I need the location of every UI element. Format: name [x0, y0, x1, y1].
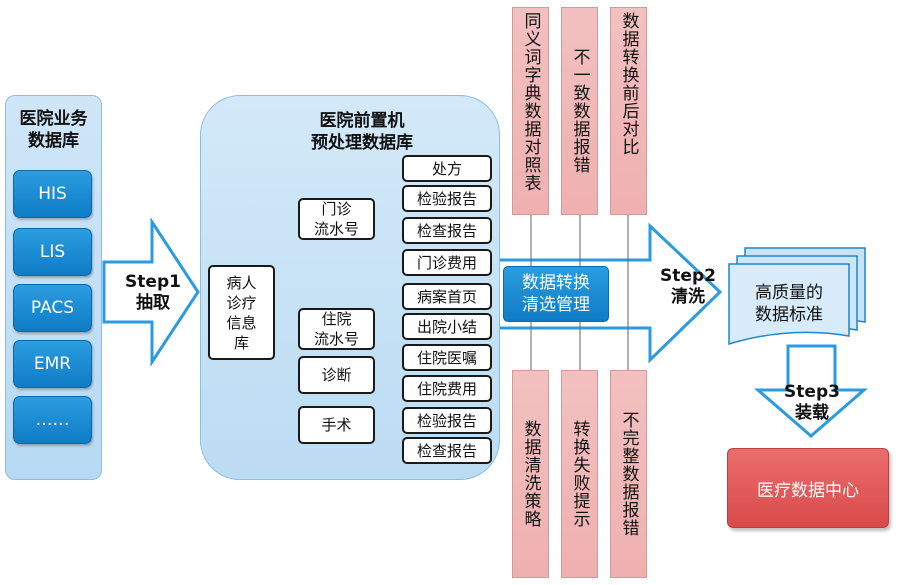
preprocess-db-title: 医院前置机 预处理数据库 — [225, 110, 499, 154]
preprocess-db-title-line1: 医院前置机 — [319, 111, 405, 131]
inpatient-line1: 住院 — [321, 310, 352, 328]
outpatient-lab-report[interactable]: 检验报告 — [402, 185, 492, 212]
system-more[interactable]: …… — [13, 396, 92, 444]
outpatient-fees[interactable]: 门诊费用 — [402, 249, 492, 276]
root-line3: 信息 — [226, 313, 257, 332]
step3-label-line2: 装载 — [795, 403, 829, 423]
system-emr[interactable]: EMR — [13, 340, 92, 388]
patient-info-root[interactable]: 病人 诊疗 信息 库 — [208, 265, 275, 360]
synonym-dictionary-box[interactable]: 同义词字典数据对照表 — [512, 7, 549, 215]
quality-data-label: 高质量的 数据标准 — [729, 282, 849, 326]
inpatient-discharge-summary[interactable]: 出院小结 — [402, 313, 492, 340]
center-mgmt-line2: 清选管理 — [522, 295, 590, 315]
outpatient-prescription[interactable]: 处方 — [402, 155, 492, 182]
center-mgmt-line1: 数据转换 — [522, 273, 590, 293]
hospital-db-title-line2: 数据库 — [28, 131, 79, 151]
system-his[interactable]: HIS — [13, 170, 92, 218]
inpatient-fees[interactable]: 住院费用 — [402, 375, 492, 402]
incomplete-data-error-box[interactable]: 不完整数据报错 — [610, 370, 647, 578]
system-pacs[interactable]: PACS — [13, 284, 92, 332]
step2-arrow — [496, 222, 723, 364]
step1-arrow — [102, 216, 200, 368]
hospital-db-title-line1: 医院业务 — [19, 109, 88, 129]
step3-arrow — [753, 344, 869, 438]
inpatient-orders[interactable]: 住院医嘱 — [402, 344, 492, 371]
conversion-compare-box[interactable]: 数据转换前后对比 — [610, 7, 647, 215]
outpatient-line1: 门诊 — [321, 200, 352, 218]
root-line4: 库 — [233, 333, 249, 352]
conversion-failure-box[interactable]: 转换失败提示 — [561, 370, 598, 578]
outpatient-line2: 流水号 — [313, 220, 359, 238]
root-line1: 病人 — [226, 273, 257, 292]
surgery-box[interactable]: 手术 — [298, 406, 375, 444]
conversion-cleaning-mgmt[interactable]: 数据转换 清选管理 — [503, 266, 609, 322]
inpatient-serial[interactable]: 住院 流水号 — [298, 308, 375, 350]
step1-label-line1: Step1 — [125, 272, 181, 292]
root-line2: 诊疗 — [226, 293, 257, 312]
step1-label-line2: 抽取 — [136, 293, 170, 313]
inpatient-exam-report[interactable]: 检查报告 — [402, 437, 492, 464]
quality-data-doc — [728, 247, 866, 346]
hospital-db-title: 医院业务 数据库 — [6, 108, 101, 152]
step3-label: Step3 装载 — [770, 382, 854, 424]
inpatient-line2: 流水号 — [313, 330, 359, 348]
system-lis[interactable]: LIS — [13, 228, 92, 276]
outpatient-serial[interactable]: 门诊 流水号 — [298, 198, 375, 240]
medical-data-center[interactable]: 医疗数据中心 — [727, 448, 889, 528]
step2-label: Step2 清洗 — [648, 266, 728, 308]
diagnosis-box[interactable]: 诊断 — [298, 356, 375, 394]
step3-label-line1: Step3 — [784, 382, 840, 402]
quality-data-line2: 数据标准 — [755, 305, 823, 325]
inconsistent-data-error-box[interactable]: 不一致数据报错 — [561, 7, 598, 215]
quality-data-line1: 高质量的 — [755, 283, 823, 303]
step1-label: Step1 抽取 — [112, 272, 194, 314]
step2-label-line2: 清洗 — [671, 287, 705, 307]
inpatient-lab-report[interactable]: 检验报告 — [402, 407, 492, 434]
step2-label-line1: Step2 — [660, 266, 716, 286]
inpatient-record-homepage[interactable]: 病案首页 — [402, 283, 492, 310]
cleaning-strategy-box[interactable]: 数据清洗策略 — [512, 370, 549, 578]
outpatient-exam-report[interactable]: 检查报告 — [402, 217, 492, 244]
preprocess-db-title-line2: 预处理数据库 — [311, 133, 413, 153]
